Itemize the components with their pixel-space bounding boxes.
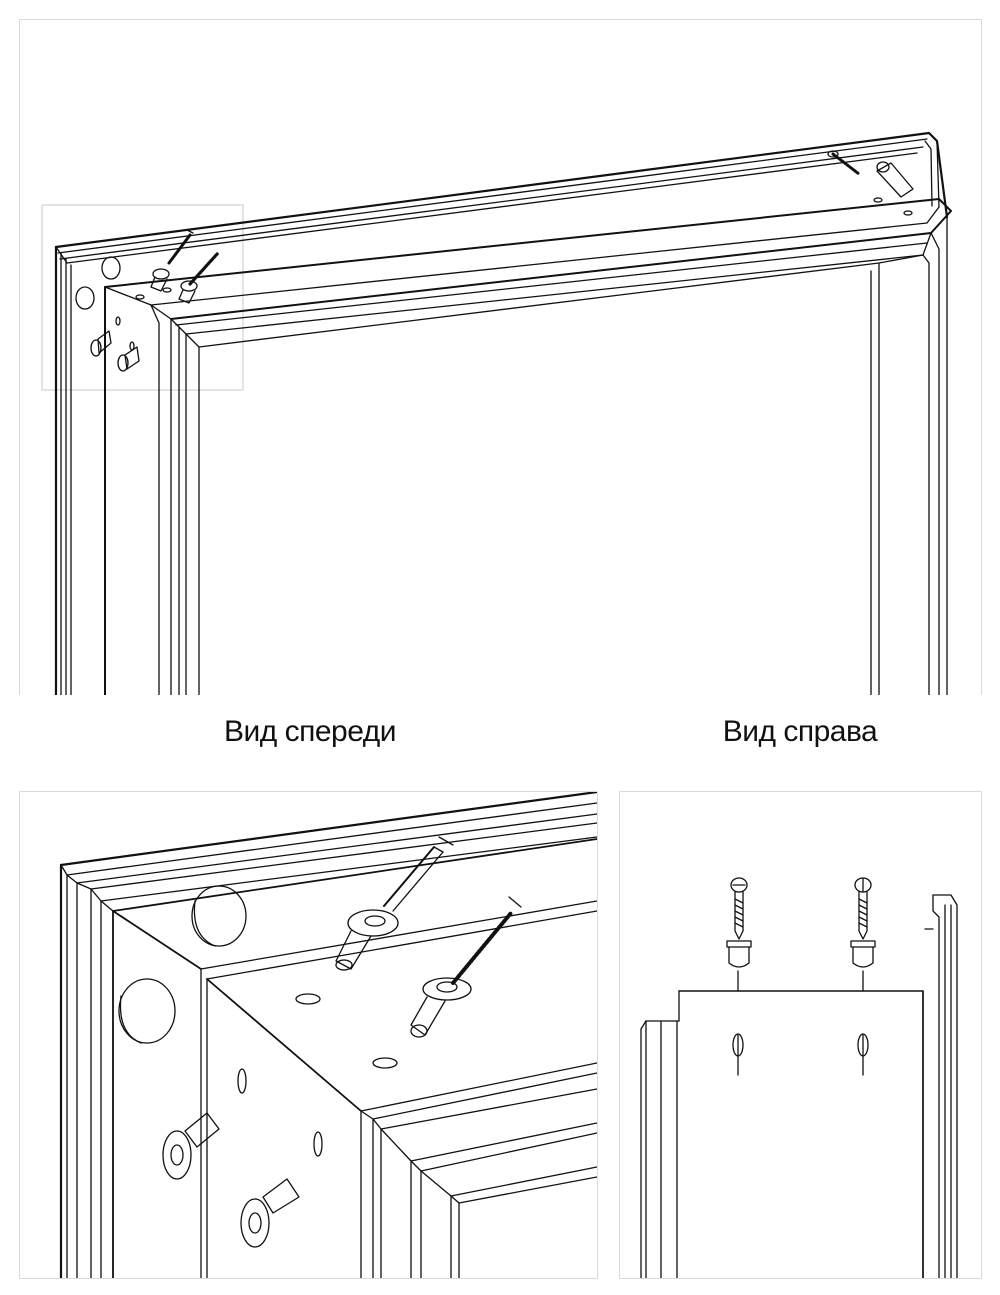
dowel xyxy=(727,941,751,947)
side-view-drawing xyxy=(620,792,981,1278)
nail xyxy=(169,235,190,263)
screw xyxy=(190,253,218,284)
frame-isometric-view xyxy=(19,19,982,695)
side-view-caption: Вид справа xyxy=(722,715,878,748)
screw xyxy=(453,913,511,983)
plug-hole xyxy=(76,287,94,309)
dowel xyxy=(851,941,875,947)
dowel-washer xyxy=(153,269,169,279)
side-view-panel xyxy=(619,791,982,1279)
dowel-washer xyxy=(348,910,398,936)
plug-hole xyxy=(119,979,175,1043)
plug-hole xyxy=(192,886,246,946)
dowel-washer xyxy=(423,978,471,1000)
screw xyxy=(833,154,859,174)
corner-detail-drawing xyxy=(20,792,597,1278)
dowel xyxy=(263,1179,299,1213)
dowel xyxy=(185,1113,219,1147)
outer-frame-top-edge xyxy=(56,133,947,247)
casing-top-face xyxy=(105,199,951,319)
frame-isometric-drawing xyxy=(20,20,981,695)
front-view-caption: Вид спереди xyxy=(223,715,397,748)
screw-head xyxy=(855,878,871,892)
corner-detail-view xyxy=(19,791,598,1279)
plug-hole xyxy=(102,257,120,279)
dowel xyxy=(98,331,111,353)
dowel xyxy=(877,163,913,197)
dowel xyxy=(125,347,139,369)
screw-head xyxy=(731,878,747,892)
detail-callout-box xyxy=(42,205,243,390)
